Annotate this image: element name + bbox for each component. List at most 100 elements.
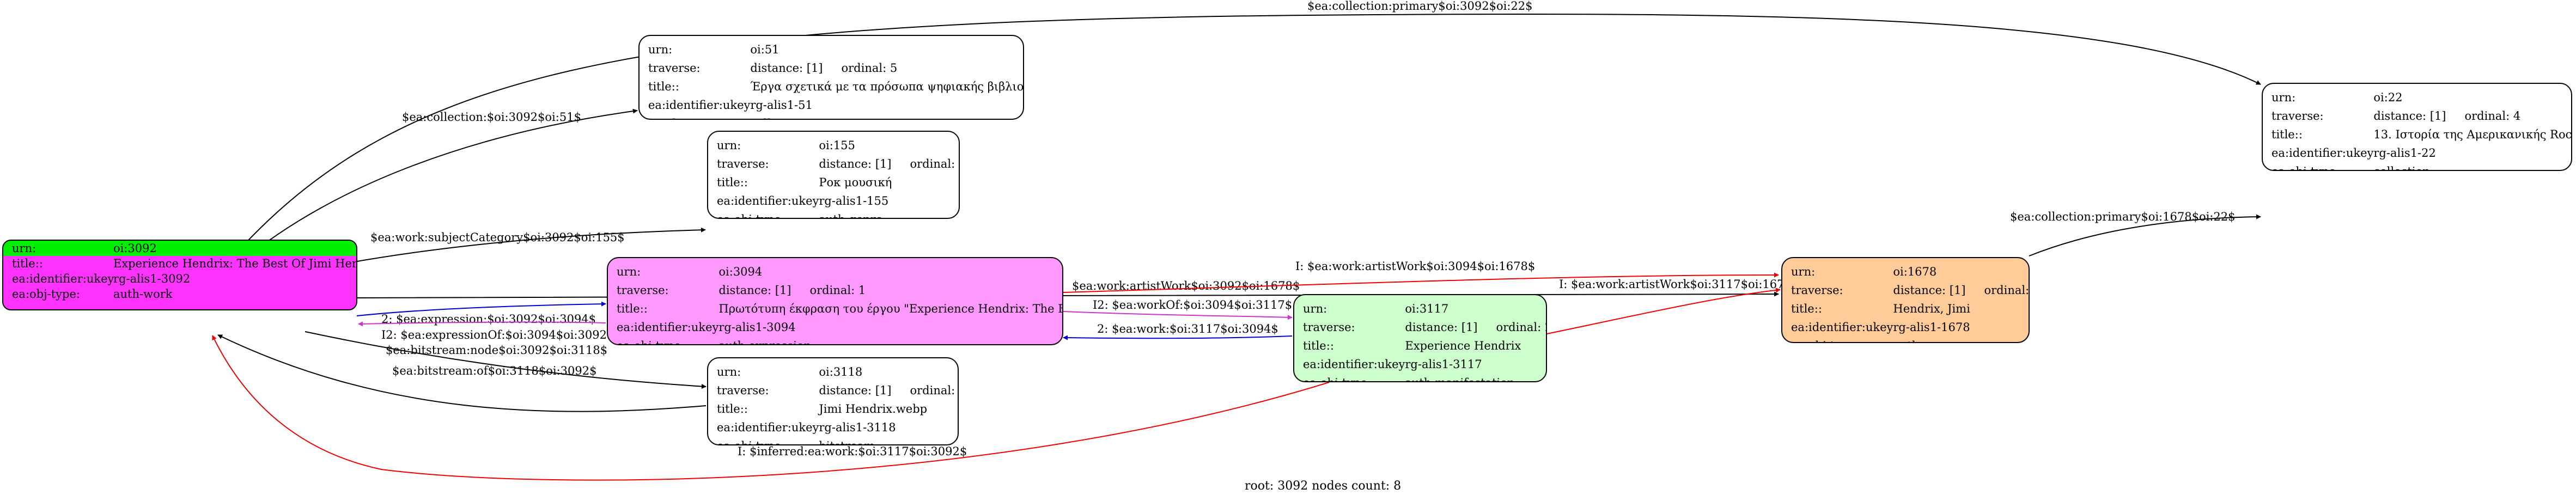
- n22-ordinal: ordinal: 4: [2464, 109, 2521, 123]
- root-key-objtype: ea:obj-type:: [12, 288, 80, 301]
- root-header-row: urn: oi:3092: [3, 241, 356, 256]
- edge-label-artist-3094: I: $ea:work:artistWork$oi:3094$oi:1678$: [1295, 260, 1535, 273]
- n22-key-title: title::: [2271, 128, 2303, 141]
- n51-key-objtype: ea:obj-type:: [648, 114, 750, 119]
- node-1678[interactable]: urn:oi:1678 traverse:distance: [1]ordina…: [1781, 257, 2030, 343]
- n1678-key-objtype: ea:obj-type:: [1791, 337, 1893, 342]
- n3118-distance: distance: [1]: [819, 384, 892, 397]
- n22-title: 13. Ιστορία της Αμερικανικής Rock μουσικ…: [2373, 128, 2572, 141]
- n3094-key-title: title::: [617, 302, 648, 315]
- n155-key-urn: urn:: [717, 139, 741, 152]
- n3117-key-traverse: traverse:: [1303, 321, 1355, 334]
- edge-label-bitnode: $ea:bitstream:node$oi:3092$oi:3118$: [386, 344, 607, 357]
- n155-key-title: title::: [717, 176, 748, 189]
- n155-key-traverse: traverse:: [717, 157, 769, 170]
- n155-key-objtype: ea:obj-type:: [717, 210, 819, 218]
- root-urn: oi:3092: [113, 242, 157, 255]
- n51-ukey: rg-alis1-51: [750, 99, 813, 112]
- n1678-key-traverse: traverse:: [1791, 284, 1843, 297]
- node-22[interactable]: urn:oi:22 traverse:distance: [1]ordinal:…: [2262, 83, 2572, 171]
- n51-key-traverse: traverse:: [648, 62, 701, 75]
- n51-ordinal: ordinal: 5: [841, 62, 898, 75]
- n3094-ordinal: ordinal: 1: [809, 284, 866, 297]
- n51-urn: oi:51: [750, 43, 780, 56]
- n1678-title: Hendrix, Jimi: [1893, 302, 1970, 315]
- n3117-key-title: title::: [1303, 339, 1334, 352]
- n3117-urn: oi:3117: [1405, 302, 1449, 315]
- n3094-key-ukey: ea:identifier:ukey: [617, 321, 719, 334]
- root-key-ukey: ea:identifier:ukey: [12, 272, 114, 285]
- node-3094[interactable]: urn:oi:3094 traverse:distance: [1]ordina…: [607, 257, 1063, 345]
- n22-urn: oi:22: [2373, 91, 2403, 104]
- node-51[interactable]: urn: oi:51 traverse: distance: [1] ordinal:…: [638, 35, 1024, 120]
- node-155[interactable]: urn: oi:155 traverse: distance: [1] ordinal…: [707, 131, 960, 219]
- n51-key-ukey: ea:identifier:ukey: [648, 99, 751, 112]
- n3117-key-ukey: ea:identifier:ukey: [1303, 358, 1405, 371]
- n1678-key-urn: urn:: [1791, 265, 1816, 278]
- edge-bitnode: [305, 331, 707, 389]
- n22-key-traverse: traverse:: [2271, 109, 2324, 123]
- n155-urn: oi:155: [819, 139, 855, 152]
- n3117-ukey: rg-alis1-3117: [1405, 358, 1482, 371]
- edge-artist-1678: [356, 291, 1779, 298]
- node-3117[interactable]: urn:oi:3117 traverse:distance: [1]ordina…: [1293, 294, 1547, 382]
- n51-distance: distance: [1]: [750, 62, 823, 75]
- n1678-ordinal: ordinal: 7: [1984, 284, 2030, 297]
- n155-ukey: rg-alis1-155: [819, 194, 889, 207]
- n3094-ukey: rg-alis1-3094: [718, 321, 796, 334]
- edge-label-inferred: I: $inferred:ea:work:$oi:3117$oi:3092$: [738, 445, 967, 458]
- edge-work-3117: [1063, 335, 1293, 340]
- n155-key-ukey: ea:identifier:ukey: [717, 194, 819, 207]
- n3118-ordinal: ordinal: 3: [910, 384, 958, 397]
- edge-label-expression: 2: $ea:expression:$oi:3092$oi:3094$: [381, 313, 596, 326]
- n1678-key-title: title::: [1791, 302, 1822, 315]
- edge-label-expressionof: I2: $ea:expressionOf:$oi:3094$oi:3092$: [381, 328, 614, 341]
- n3118-title: Jimi Hendrix.webp: [819, 402, 928, 415]
- n22-ukey: rg-alis1-22: [2373, 146, 2436, 160]
- edge-artist-3094: [1063, 272, 1779, 293]
- n1678-key-ukey: ea:identifier:ukey: [1791, 321, 1893, 334]
- n155-title: Ροκ μουσική: [819, 176, 892, 189]
- n3094-objtype: auth-expression: [718, 337, 1062, 344]
- n51-key-title: title::: [648, 80, 679, 93]
- n3117-ordinal: ordinal: 2: [1496, 321, 1547, 334]
- edge-primary-1678: [2029, 214, 2261, 256]
- n3118-objtype: bitstream: [819, 437, 958, 444]
- edge-label-primary-1678: $ea:collection:primary$oi:1678$oi:22$: [2010, 210, 2235, 223]
- n155-distance: distance: [1]: [819, 157, 892, 170]
- n3118-ukey: rg-alis1-3118: [819, 421, 896, 434]
- n3118-key-urn: urn:: [717, 365, 741, 378]
- n22-key-ukey: ea:identifier:ukey: [2271, 146, 2374, 160]
- edge-artist-3117: [1546, 288, 1781, 334]
- edge-label-coll-51: $ea:collection:$oi:3092$oi:51$: [402, 111, 581, 124]
- n51-key-urn: urn:: [648, 43, 673, 56]
- n3094-key-urn: urn:: [617, 265, 641, 278]
- n3094-distance: distance: [1]: [718, 284, 791, 297]
- n1678-objtype: auth-person: [1893, 337, 2029, 342]
- node-3118[interactable]: urn:oi:3118 traverse:distance: [1]ordina…: [707, 357, 959, 445]
- n3094-key-traverse: traverse:: [617, 284, 669, 297]
- n155-ordinal: ordinal: 6: [910, 157, 959, 170]
- edge-label-bitof: $ea:bitstream:of$oi:3118$oi:3092$: [392, 364, 596, 377]
- edge-label-artist-3117: I: $ea:work:artistWork$oi:3117$oi:1678$: [1559, 278, 1799, 291]
- n1678-distance: distance: [1]: [1893, 284, 1966, 297]
- root-key-title: title::: [12, 257, 43, 270]
- n22-key-objtype: ea:obj-type:: [2271, 162, 2373, 170]
- edge-workof: [1063, 311, 1293, 320]
- n155-objtype: auth-genre: [819, 210, 959, 218]
- n3117-key-urn: urn:: [1303, 302, 1327, 315]
- root-objtype: auth-work: [113, 288, 173, 301]
- node-root-3092[interactable]: urn: oi:3092 title::Experience Hendrix: T…: [2, 240, 357, 310]
- root-key-urn: urn:: [12, 242, 36, 255]
- n3094-key-objtype: ea:obj-type:: [617, 337, 718, 344]
- root-title: Experience Hendrix: The Best Of Jimi Hen…: [113, 257, 357, 270]
- n51-objtype: collection: [750, 114, 1023, 119]
- edge-inferred: [212, 335, 1330, 481]
- edge-primary-22: [212, 13, 2261, 281]
- n3118-key-objtype: ea:obj-type:: [717, 437, 819, 444]
- n51-title: Έργα σχετικά με τα πρόσωπα ψηφιακής βιβλ…: [750, 80, 1024, 93]
- edge-label-subject-155: $ea:work:subjectCategory$oi:3092$oi:155$: [370, 231, 625, 244]
- n22-objtype: collection: [2373, 162, 2571, 170]
- edge-bitof: [217, 334, 707, 412]
